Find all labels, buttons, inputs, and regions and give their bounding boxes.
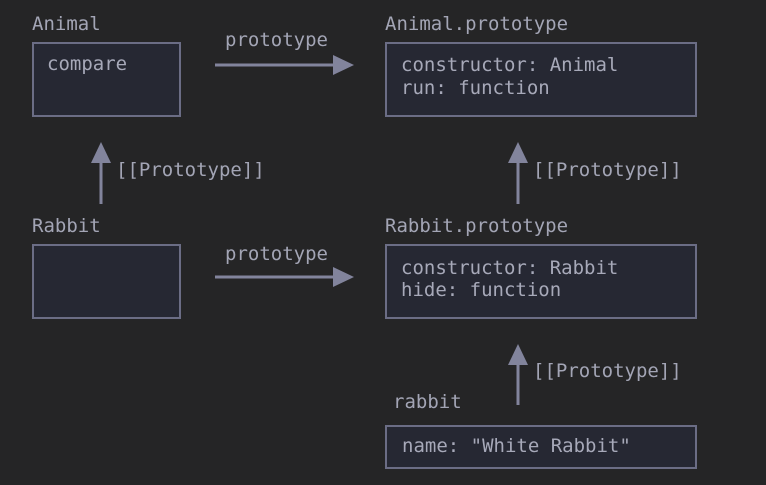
- arrow-rabbit-to-animal: [91, 142, 111, 204]
- node-title-animal: Animal: [32, 13, 101, 35]
- node-line-rabbit-object-name: name: "White Rabbit": [402, 435, 631, 457]
- edge-label-animal-prototype: prototype: [225, 29, 328, 51]
- node-title-rabbit: Rabbit: [32, 215, 101, 237]
- edge-label-rabbit-prototype: prototype: [225, 243, 328, 265]
- edge-label-rabbit-to-animal: [[Prototype]]: [116, 159, 265, 181]
- node-box-rabbit-prototype: [385, 244, 697, 319]
- node-line-animal-prototype-constructor: constructor: Animal: [401, 54, 619, 76]
- node-box-animal: [32, 42, 181, 117]
- node-box-rabbit-object: [385, 425, 697, 469]
- node-line-animal-compare: compare: [47, 53, 128, 75]
- edge-label-rabbitproto-to-animalproto: [[Prototype]]: [533, 159, 682, 181]
- arrow-rabbit-prototype: [215, 267, 354, 287]
- arrow-animal-prototype: [215, 55, 354, 75]
- node-box-animal-prototype: [385, 42, 697, 117]
- arrow-obj-to-rabbitproto: [508, 344, 528, 405]
- node-title-animal-prototype: Animal.prototype: [385, 13, 569, 35]
- node-box-rabbit: [32, 244, 181, 319]
- node-title-rabbit-object: rabbit: [393, 391, 462, 413]
- node-line-rabbit-prototype-hide: hide: function: [401, 279, 562, 301]
- node-line-animal-prototype-run: run: function: [401, 77, 550, 99]
- node-line-rabbit-prototype-constructor: constructor: Rabbit: [401, 257, 619, 279]
- edge-label-obj-to-rabbitproto: [[Prototype]]: [533, 360, 682, 382]
- node-title-rabbit-prototype: Rabbit.prototype: [385, 215, 569, 237]
- arrow-rabbitproto-to-animalproto: [508, 142, 528, 204]
